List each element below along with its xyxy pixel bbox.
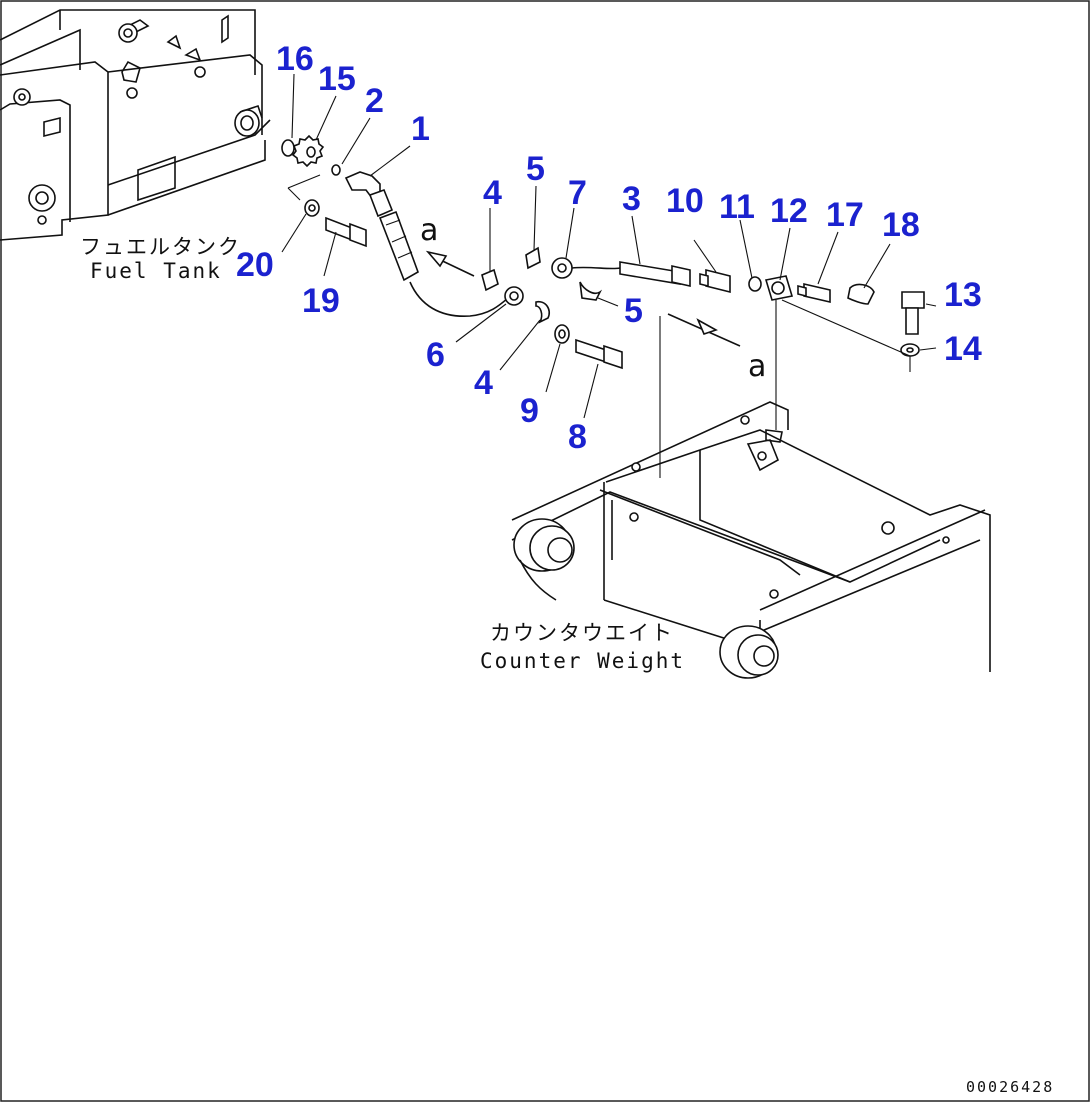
callout-2: 2 (365, 82, 384, 120)
callout-1: 1 (411, 110, 430, 148)
callout-11: 11 (719, 188, 755, 226)
callout-14: 14 (944, 330, 982, 368)
callout-5-lower: 5 (624, 292, 643, 330)
leader-lines (281, 73, 937, 419)
callout-5-upper: 5 (526, 150, 545, 188)
counter-weight-label-jp: カウンタウエイト (490, 621, 674, 645)
callout-9: 9 (520, 392, 539, 430)
callout-3: 3 (622, 180, 641, 218)
counter-weight-drawing (511, 316, 991, 679)
fuel-tank-drawing (0, 9, 271, 241)
callout-numbers: 16 15 2 1 20 19 4 5 7 3 10 11 12 17 18 1… (236, 40, 982, 456)
callout-4-lower: 4 (474, 364, 493, 402)
callout-19: 19 (302, 282, 340, 320)
callout-8: 8 (568, 418, 587, 456)
callout-20: 20 (236, 246, 274, 284)
counter-weight-label-en: Counter Weight (480, 649, 685, 673)
callout-10: 10 (666, 182, 704, 220)
view-label-a-top: a (420, 213, 438, 248)
callout-6: 6 (426, 336, 445, 374)
callout-7: 7 (568, 174, 587, 212)
callout-18: 16 (276, 40, 314, 78)
fuel-tank-label-jp: フュエルタンク (80, 235, 241, 259)
view-arrow-a-top (425, 250, 475, 277)
callout-13: 13 (944, 276, 982, 314)
fuel-tank-label-en: Fuel Tank (90, 259, 222, 283)
sender-parts (699, 268, 925, 430)
view-label-a-bottom: a (748, 349, 766, 384)
callout-4-upper: 4 (483, 174, 502, 212)
hose-parts (481, 246, 691, 370)
view-arrow-a-bottom (667, 313, 741, 347)
callout-12: 12 (770, 192, 808, 230)
callout-15: 17 (826, 196, 864, 234)
callout-16: 18 (882, 206, 920, 244)
tank-fittings (281, 134, 509, 317)
component-labels: フュエルタンク Fuel Tank カウンタウエイト Counter Weigh… (80, 213, 766, 673)
drawing-code: 00026428 (966, 1078, 1054, 1096)
callout-17: 15 (318, 60, 356, 98)
